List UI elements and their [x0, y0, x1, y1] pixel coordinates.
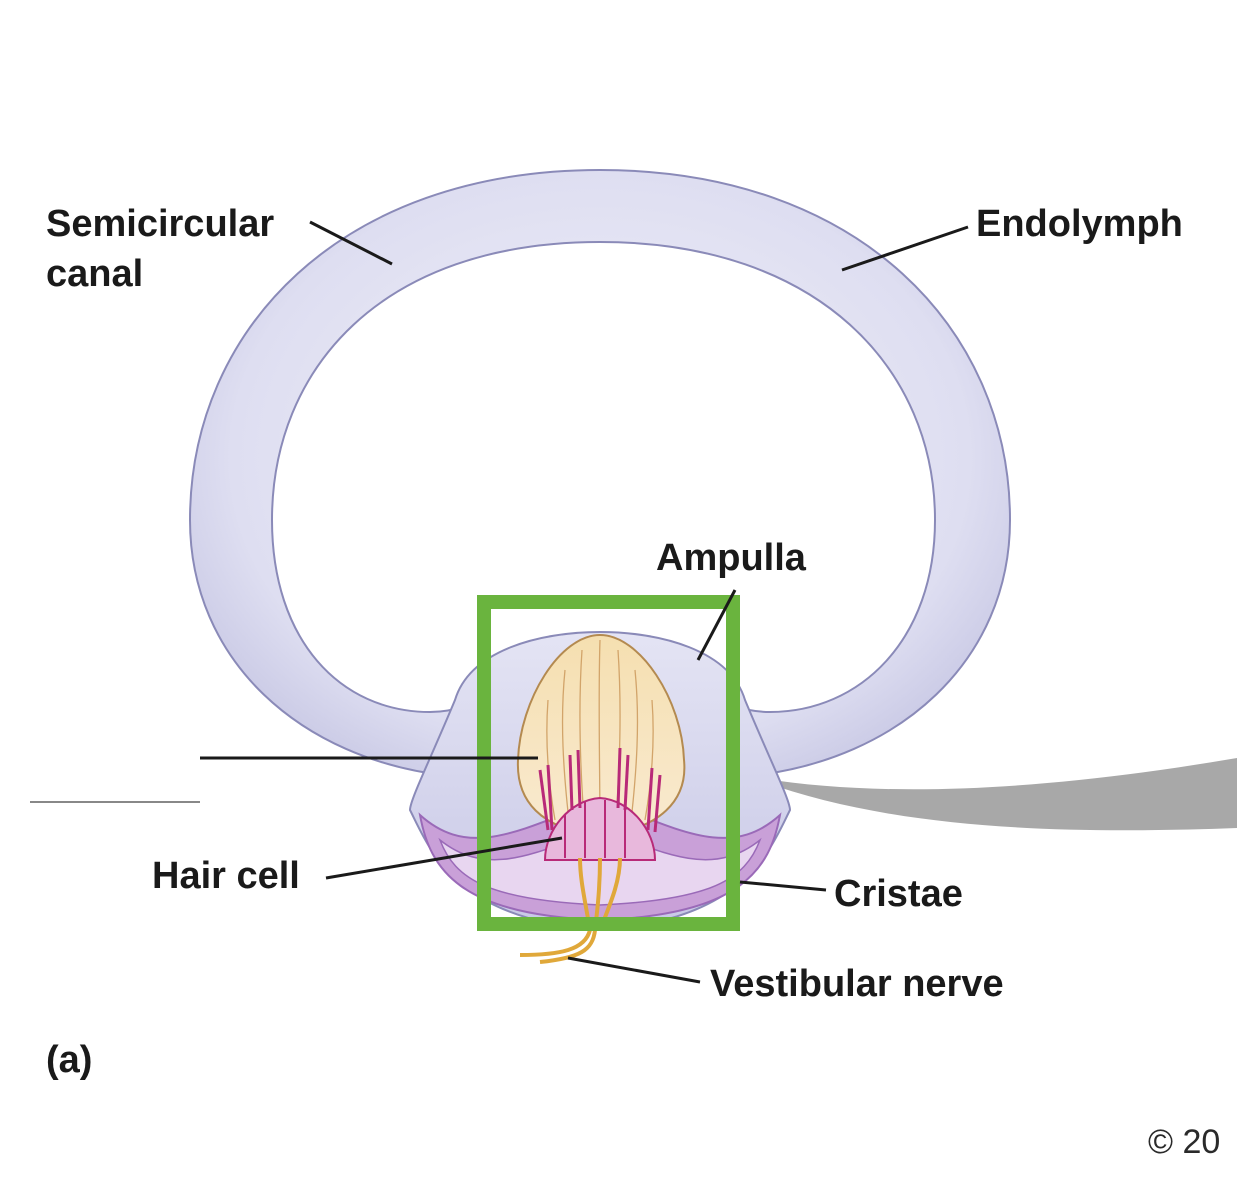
hair-cells [543, 796, 657, 861]
copyright-text: © 20 [1148, 1123, 1221, 1161]
semicircular-canal-label-line2: canal [46, 253, 144, 295]
gray-band [748, 758, 1237, 831]
endolymph-label: Endolymph [976, 203, 1183, 245]
ampulla-label: Ampulla [656, 537, 806, 579]
hair-bundles [538, 747, 662, 833]
cupula-striations [546, 639, 654, 835]
cristae-label: Cristae [834, 873, 963, 915]
highlight-box [477, 595, 740, 931]
hair-cell-label: Hair cell [152, 855, 300, 897]
semicircular-canal-label-line1: Semicircular [46, 203, 275, 245]
panel-label: (a) [46, 1039, 93, 1081]
vestibular-nerve-label: Vestibular nerve [710, 963, 1004, 1005]
leader-lines [200, 220, 969, 984]
